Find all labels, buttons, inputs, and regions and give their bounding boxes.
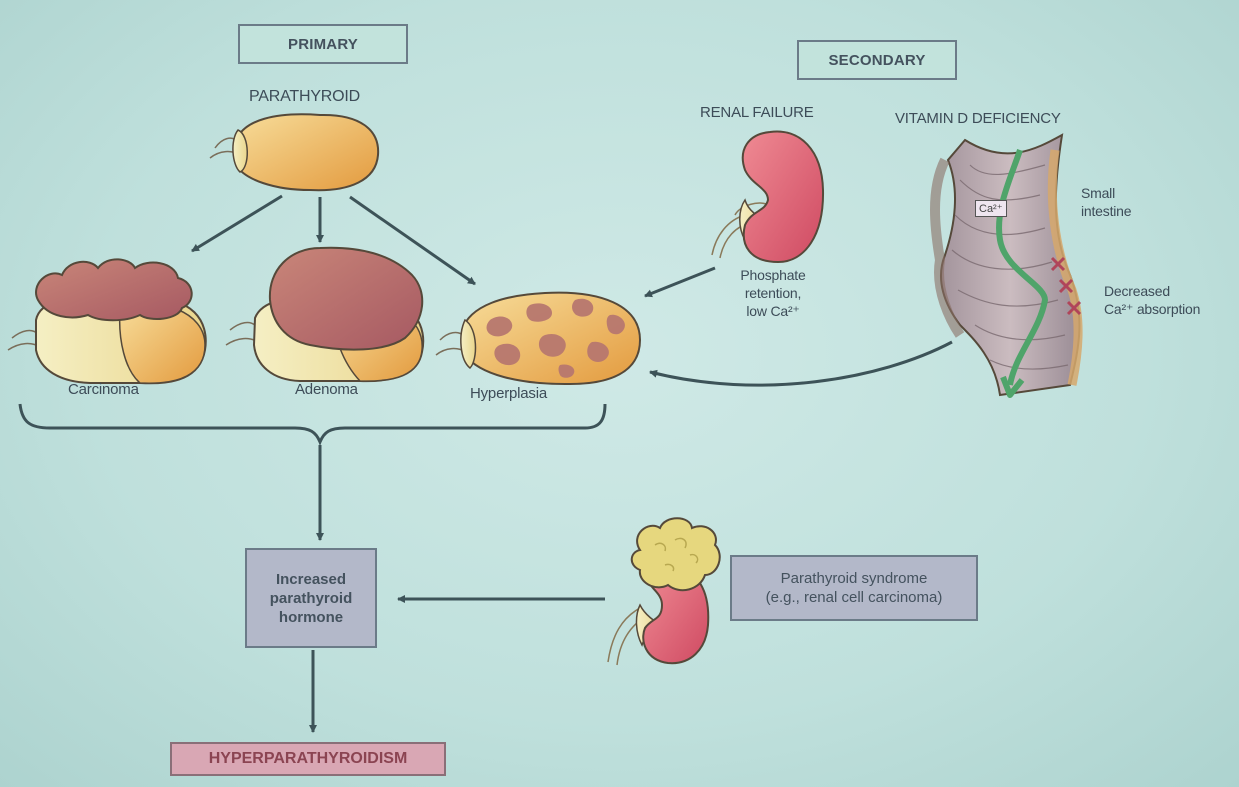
renal-failure-label: RENAL FAILURE	[700, 104, 814, 121]
kidney-icon	[712, 132, 823, 262]
adenoma-gland-icon	[226, 248, 423, 381]
phosphate-label: Phosphate retention, low Ca²⁺	[718, 266, 828, 320]
small-intestine-label: Small intestine	[1081, 184, 1131, 220]
hyperplasia-gland-icon	[436, 293, 640, 384]
secondary-heading: SECONDARY	[797, 40, 957, 80]
parathyroid-syndrome-box: Parathyroid syndrome (e.g., renal cell c…	[730, 555, 978, 621]
small-intestine-icon	[935, 135, 1080, 395]
parathyroid-label: PARATHYROID	[249, 88, 360, 106]
hyperparathyroidism-box: HYPERPARATHYROIDISM	[170, 742, 446, 776]
primary-heading: PRIMARY	[238, 24, 408, 64]
hyperplasia-label: Hyperplasia	[470, 385, 547, 402]
vitamin-d-label: VITAMIN D DEFICIENCY	[895, 110, 1061, 127]
parathyroid-gland-icon	[210, 114, 378, 190]
adenoma-label: Adenoma	[295, 381, 358, 398]
primary-bracket	[20, 404, 605, 442]
renal-cell-carcinoma-icon	[608, 518, 720, 665]
increased-pth-box: Increased parathyroid hormone	[245, 548, 377, 648]
calcium-box: Ca²⁺	[975, 200, 1007, 217]
renal-to-hyperplasia-arrow	[645, 268, 715, 296]
vitamin-d-to-hyperplasia-arrow	[650, 342, 952, 385]
carcinoma-gland-icon	[8, 259, 206, 383]
carcinoma-label: Carcinoma	[68, 381, 139, 398]
decreased-absorption-label: Decreased Ca²⁺ absorption	[1104, 282, 1200, 318]
